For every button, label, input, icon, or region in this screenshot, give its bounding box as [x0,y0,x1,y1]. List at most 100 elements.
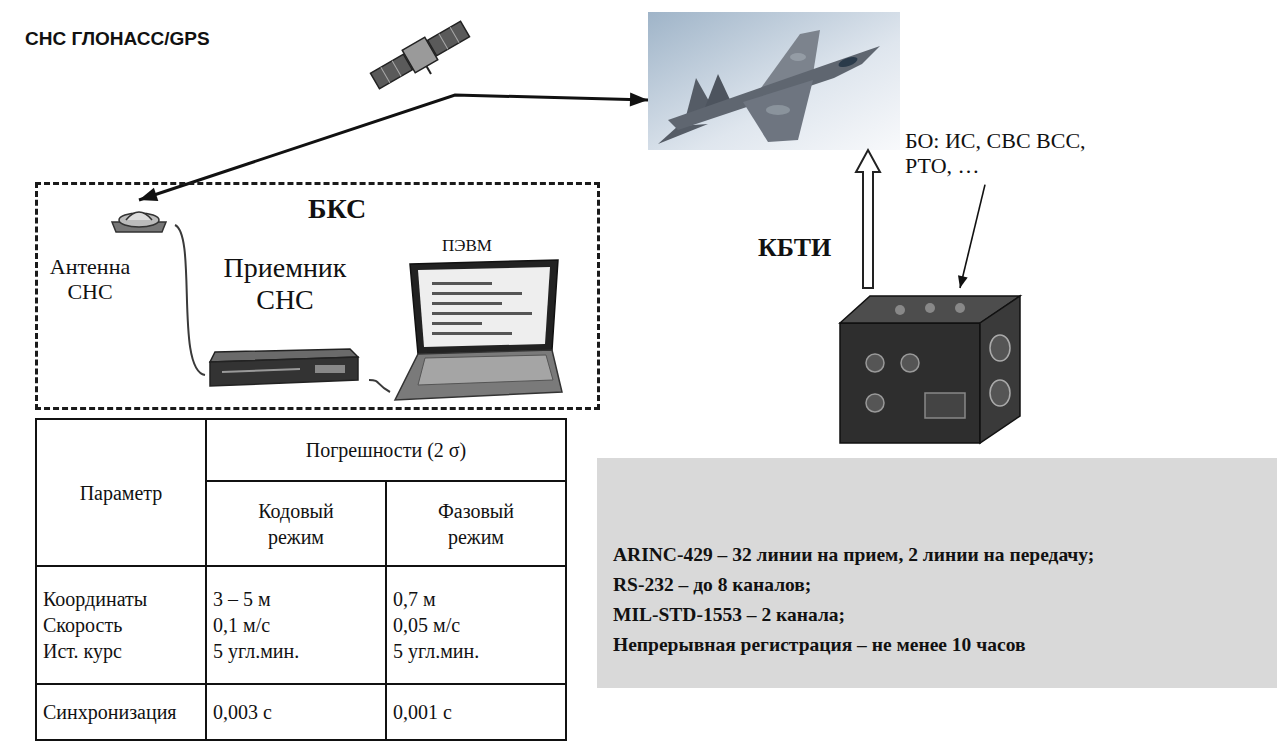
screen-line [432,322,482,325]
spec-line: RS-232 – до 8 каналов; [613,570,1277,600]
panel-grid [450,27,459,43]
table-row: Синхронизация 0,003 с 0,001 с [36,684,566,740]
device-plate [925,393,965,418]
device-knob [895,305,905,315]
laptop-base [395,350,562,400]
screen-line [432,302,502,305]
error-table: ПараметрПогрешности (2 σ)Кодовый режимФа… [35,418,567,741]
table-cell: 0,003 с [206,684,386,740]
device-front [840,323,980,443]
device-connector [866,394,884,412]
node-label: Антенна СНС [40,254,140,305]
cable-line [369,380,390,392]
table-text: 0,003 с [213,699,379,725]
receiver-stripe [222,369,300,372]
spec-line: MIL-STD-1553 – 2 канала; [613,600,1277,630]
table-text: Синхронизация [43,699,199,725]
connector [175,225,205,375]
diagram-heading: СНС ГЛОНАСС/GPS [25,28,210,50]
laptop-lid [410,260,558,354]
table-cell: Параметр [36,419,206,566]
satellite-antenna [427,66,432,74]
table-cell: Фазовый режим [386,481,566,566]
aircraft-wing [743,80,813,142]
receiver-icon [210,349,358,386]
solar-panel [428,21,470,56]
antenna-dome [126,212,152,220]
table-text: Ист. курс [43,638,199,664]
table-cell: КоординатыСкоростьИст. курс [36,566,206,684]
table-cell: Синхронизация [36,684,206,740]
satellite-icon [368,18,476,100]
device-connector [901,354,919,372]
solar-panel [370,54,412,89]
table-text: 0,001 с [393,699,559,725]
screen-line [432,282,492,285]
screen-line [432,292,522,295]
gnss-antenna-icon [112,212,166,232]
connector [856,150,880,288]
laptop-keyboard [418,355,553,385]
recorder-node: КБТИ [830,288,1030,448]
table-row: ПараметрПогрешности (2 σ) [36,419,566,481]
node-label: ПЭВМ [442,236,492,256]
table-text: 5 угл.мин. [393,638,559,664]
spec-line: Непрерывная регистрация – не менее 10 ча… [613,630,1277,660]
panel-grid [381,67,390,83]
antenna-rim [119,213,159,227]
panel-grid [392,61,401,77]
table-text: Параметр [43,480,199,506]
table-text: 0,05 м/с [393,612,559,638]
aircraft-node: БО: ИС, СВС ВСС, РТО, … [648,12,900,150]
device-knob [955,303,965,313]
computer-node: ПЭВМ [390,232,565,406]
node-label: КБТИ [758,233,831,263]
spec-line: ARINC-429 – 32 линии на прием, 2 линии н… [613,540,1277,570]
arrow-head [958,275,968,288]
camouflage-patch [766,105,790,115]
table-text: Кодовый режим [246,498,346,550]
laptop-icon [395,260,562,400]
receiver-node: Приемник СНС [205,252,369,392]
table-row: КоординатыСкоростьИст. курс3 – 5 м0,1 м/… [36,566,566,684]
node-label: Приемник СНС [205,252,365,316]
dashed-group-box: БКС Антенна СНС Приемник СНС ПЭВМ [35,182,600,410]
table-cell: Кодовый режим [206,481,386,566]
panel-grid [439,34,448,50]
device-connector [990,335,1010,361]
antenna-node: Антенна СНС [40,200,175,312]
table-text: 5 угл.мин. [213,638,379,664]
device-connector [990,380,1010,406]
table-text: 0,1 м/с [213,612,379,638]
cable-line [175,225,205,375]
connector [369,380,390,392]
device-side [980,296,1020,443]
aircraft-picture [648,12,900,150]
table-text: 0,7 м [393,586,559,612]
node-label: БО: ИС, СВС ВСС, РТО, … [905,128,1090,179]
camouflage-patch [790,53,806,61]
arrow-line [960,185,985,288]
table-text: Скорость [43,612,199,638]
arrow-head [139,188,158,201]
connector [958,185,985,288]
table-cell: 0,001 с [386,684,566,740]
screen-line [432,312,532,315]
sky-background [648,12,900,150]
table-text: Фазовый режим [426,498,526,550]
table-text: Погрешности (2 σ) [213,437,559,463]
screen-line [432,332,512,335]
spec-panel: ARINC-429 – 32 линии на прием, 2 линии н… [597,458,1277,688]
table-text: Координаты [43,586,199,612]
laptop-screen [418,267,550,347]
node-label: БКС [308,193,366,225]
hollow-arrow [856,150,880,288]
table-cell: Погрешности (2 σ) [206,419,566,481]
device-knob [925,303,935,313]
table-cell: 3 – 5 м0,1 м/с5 угл.мин. [206,566,386,684]
aircraft-cockpit [837,55,859,69]
recorder-device [840,296,1020,443]
receiver-display [315,365,345,373]
device-connector [866,354,884,372]
